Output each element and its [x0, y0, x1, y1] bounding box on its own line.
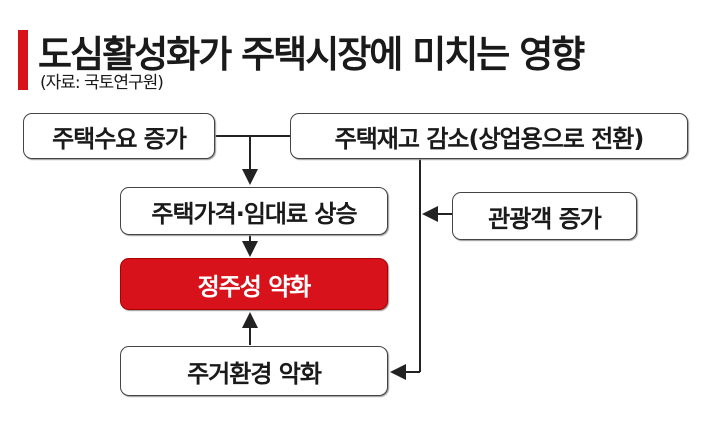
page-title: 도심활성화가 주택시장에 미치는 영향 — [38, 33, 585, 76]
node-result: 정주성 약화 — [120, 258, 388, 310]
node-demand: 주택수요 증가 — [23, 113, 215, 159]
node-tourists: 관광객 증가 — [452, 192, 637, 240]
source-note: (자료: 국토연구원) — [40, 73, 164, 93]
title-accent-bar — [18, 30, 28, 90]
node-stock: 주택재고 감소(상업용으로 전환) — [290, 113, 688, 159]
node-price: 주택가격·임대료 상승 — [120, 187, 388, 235]
node-environment: 주거환경 악화 — [120, 346, 388, 396]
